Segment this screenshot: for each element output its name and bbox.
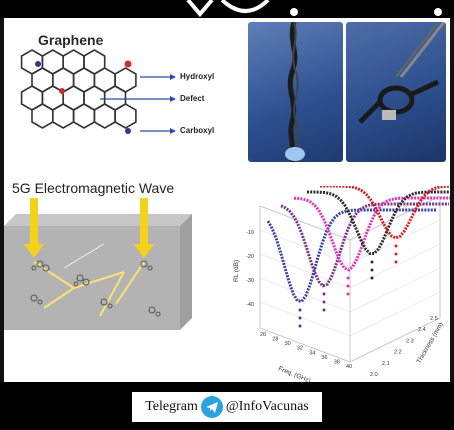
rl-series-drop-point (370, 276, 374, 280)
z-tick-label: 2.3 (406, 338, 414, 344)
x-tick-label: 30 (285, 341, 291, 347)
label-hydroxyl: Hydroxyl (180, 72, 215, 81)
rl-series-drop-point (394, 244, 398, 248)
z-tick-label: 2.2 (394, 350, 402, 356)
z-tick-label: 2.1 (382, 361, 390, 367)
cropped-title-fragment (186, 0, 442, 18)
telegram-label: Telegram (145, 399, 198, 414)
x-tick-label: 38 (334, 359, 340, 365)
rl-series-curve (280, 202, 449, 288)
x-tick-label: 28 (272, 337, 278, 343)
y-tick-label: -10 (246, 230, 254, 236)
em-wave-title: 5G Electromagnetic Wave (12, 180, 175, 196)
x-tick-label: 40 (346, 364, 352, 370)
rl-series-curve (320, 186, 450, 240)
y-tick-label: -30 (246, 278, 254, 284)
telegram-icon (200, 396, 223, 418)
rl-series-drop-point (370, 260, 374, 264)
graphene-lattice-diagram (20, 49, 176, 134)
rl-series-drop-point (346, 292, 350, 296)
rl-series-drop-point (322, 308, 326, 312)
knotted-fiber-photo (346, 22, 446, 162)
rl-series-drop-point (346, 284, 350, 288)
telegram-handle[interactable]: @InfoVacunas (225, 399, 309, 414)
z-tick-label: 2.4 (418, 327, 426, 333)
x-tick-label: 36 (321, 355, 327, 361)
z-tick-label: 2.5 (430, 316, 438, 322)
rl-series-drop-point (322, 300, 326, 304)
label-carboxyl: Carboxyl (180, 126, 215, 135)
x-tick-label: 26 (260, 332, 266, 338)
rl-series-drop-point (346, 276, 350, 280)
rl-series-drop-point (298, 324, 302, 328)
rl-series-drop-point (394, 252, 398, 256)
rl-series-drop-point (298, 316, 302, 320)
chart-x-axis-label: Freq. (GHz) (277, 365, 311, 382)
reflection-loss-chart: -10 -20 -30 -40 26 28 30 32 34 36 38 40 2.0 2.1 2.2 2.3… (233, 186, 450, 382)
telegram-credit[interactable]: Telegram @InfoVacunas (132, 392, 322, 422)
rl-series-drop-point (322, 292, 326, 296)
rl-series-drop-point (394, 260, 398, 264)
graphene-title: Graphene (38, 32, 104, 48)
rl-series-drop-point (370, 268, 374, 272)
rl-series-curve (307, 190, 450, 256)
rl-series-curve (293, 196, 450, 272)
y-tick-label: -20 (246, 254, 254, 260)
rl-series-drop-point (298, 308, 302, 312)
y-tick-label: -40 (246, 302, 254, 308)
twisted-fiber-photo (248, 22, 343, 162)
chart-y-axis-label: RL (dB) (233, 260, 240, 282)
x-tick-label: 34 (309, 350, 315, 356)
z-tick-label: 2.0 (370, 372, 378, 378)
em-absorption-diagram (4, 198, 192, 330)
x-tick-label: 32 (297, 346, 303, 352)
rl-series-curve (266, 208, 436, 304)
top-bar (0, 0, 454, 18)
label-defect: Defect (180, 94, 205, 103)
